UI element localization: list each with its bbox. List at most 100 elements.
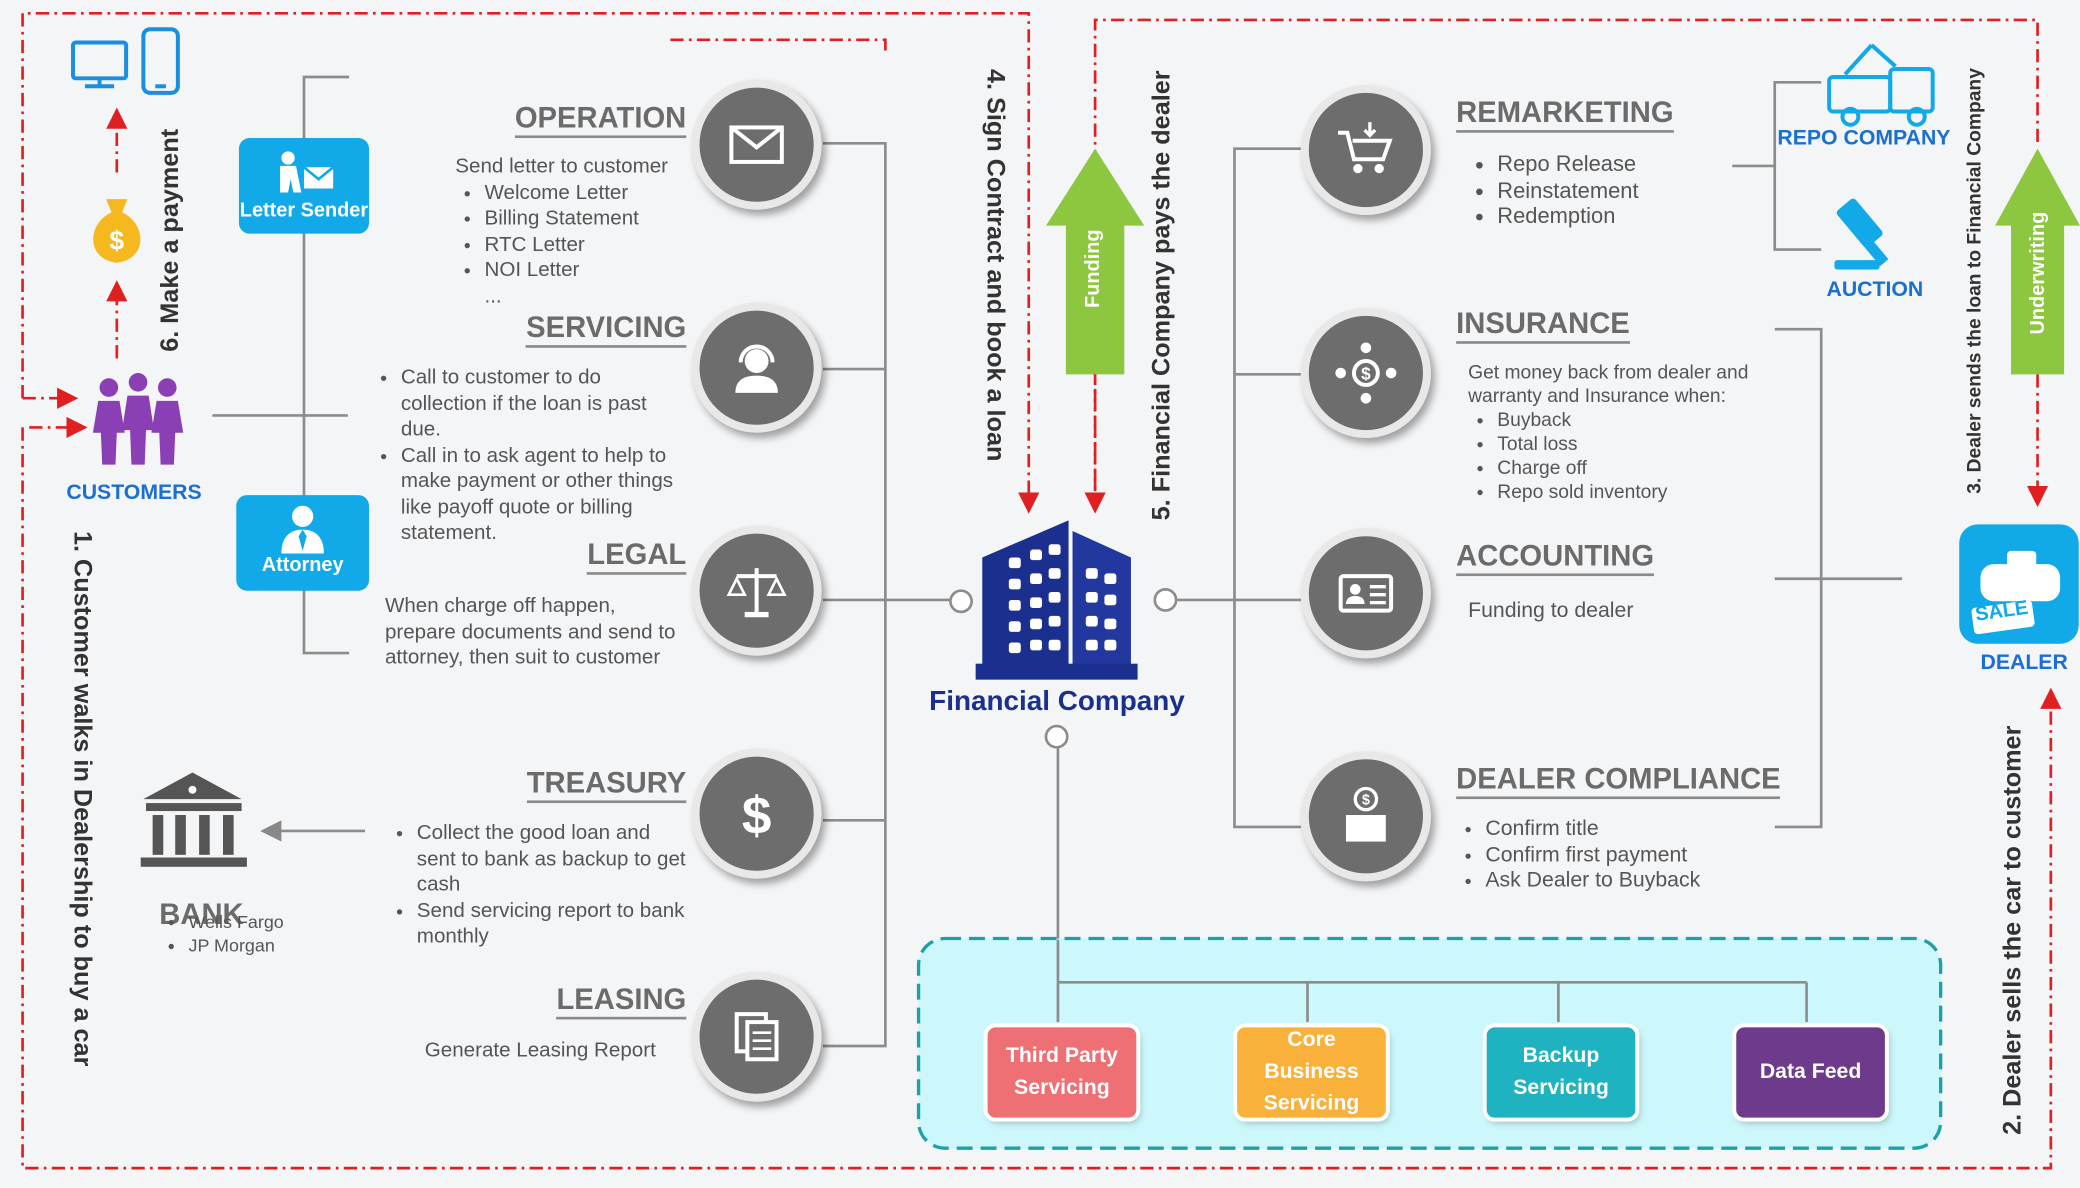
- auction-label: AUCTION: [1826, 278, 1924, 302]
- backup-servicing-box: Backup Servicing: [1486, 1027, 1636, 1118]
- customers-icon: [92, 372, 184, 465]
- operation-item: ...: [484, 284, 502, 308]
- servicing-item: Call in to ask agent to help to make pay…: [401, 443, 690, 547]
- attorney-label: Attorney: [261, 553, 344, 577]
- underwriting-arrow: [1995, 148, 2080, 375]
- treasury-circle: $: [691, 748, 822, 879]
- dealer-label: DEALER: [1980, 651, 2068, 675]
- dealer-compliance-item: Confirm title: [1485, 816, 1700, 842]
- servicing-circle: [691, 302, 822, 433]
- bank-icon: [140, 772, 247, 867]
- customers-label: CUSTOMERS: [66, 481, 202, 505]
- servicing-item: Call to customer to do collection if the…: [401, 365, 690, 443]
- attorney-box: Attorney: [236, 495, 370, 591]
- third-party-servicing-box: Third Party Servicing: [987, 1027, 1137, 1118]
- insurance-item: Repo sold inventory: [1497, 481, 1786, 505]
- step-6-label: 6. Make a payment: [156, 128, 185, 352]
- money-network-icon: $: [1335, 342, 1397, 404]
- systems-container: [916, 936, 1943, 1150]
- svg-text:$: $: [1361, 364, 1371, 384]
- dealer-compliance-title: DEALER COMPLIANCE: [1456, 762, 1781, 800]
- step-5-label: 5. Financial Company pays the dealer: [1148, 70, 1177, 521]
- step-4-label: 4. Sign Contract and book a loan: [980, 69, 1009, 462]
- remarketing-item: Reinstatement: [1497, 179, 1638, 205]
- remarketing-item: Redemption: [1497, 204, 1638, 230]
- accounting-title: ACCOUNTING: [1456, 539, 1655, 577]
- legal-text: When charge off happen, prepare document…: [384, 594, 676, 670]
- remarketing-title: REMARKETING: [1456, 96, 1674, 133]
- insurance-item: Total loss: [1497, 433, 1786, 457]
- dollar-icon: $: [742, 787, 772, 846]
- funding-label: Funding: [1081, 229, 1105, 308]
- dealer-compliance-text: Confirm title Confirm first payment Ask …: [1456, 816, 1700, 894]
- operation-circle: [691, 79, 822, 210]
- repo-truck-icon: [1827, 43, 1935, 127]
- dealer-compliance-item: Confirm first payment: [1485, 842, 1700, 868]
- id-card-icon: [1338, 574, 1394, 613]
- attorney-icon: [281, 505, 324, 554]
- remarketing-circle: [1300, 84, 1431, 216]
- insurance-item: Charge off: [1497, 457, 1786, 481]
- money-box-icon: $: [1345, 786, 1386, 842]
- operation-title: OPERATION: [514, 101, 687, 139]
- bank-list: Wells Fargo JP Morgan: [159, 911, 283, 959]
- step-3-label: 3. Dealer sends the loan to Financial Co…: [1964, 68, 1986, 494]
- insurance-title: INSURANCE: [1456, 307, 1630, 344]
- svg-text:$: $: [742, 787, 772, 846]
- treasury-text: Collect the good loan and sent to bank a…: [388, 820, 687, 949]
- leasing-text: Generate Leasing Report: [424, 1039, 656, 1062]
- insurance-item: Buyback: [1497, 409, 1786, 433]
- accounting-circle: [1300, 528, 1431, 659]
- junction-dots: [949, 588, 1178, 749]
- headset-agent-icon: [735, 344, 778, 393]
- operation-intro: Send letter to customer: [455, 155, 669, 178]
- step-2-label: 2. Dealer sells the car to customer: [1999, 725, 2027, 1135]
- legal-title: LEGAL: [587, 538, 687, 575]
- treasury-item: Send servicing report to bank monthly: [417, 898, 686, 950]
- insurance-text: Get money back from dealer and warranty …: [1468, 361, 1787, 504]
- treasury-title: TREASURY: [526, 766, 687, 804]
- dealer-compliance-item: Ask Dealer to Buyback: [1485, 868, 1700, 894]
- repo-company-label: REPO COMPANY: [1777, 127, 1951, 150]
- core-business-servicing-box: Core Business Servicing: [1237, 1027, 1386, 1118]
- scales-icon: [726, 568, 787, 618]
- money-bag-icon: $: [93, 199, 141, 263]
- cart-icon: [1338, 122, 1393, 174]
- step-1-label: 1. Customer walks in Dealership to buy a…: [67, 530, 96, 1067]
- servicing-text: Call to customer to do collection if the…: [372, 365, 691, 546]
- leasing-title: LEASING: [556, 982, 687, 1020]
- accounting-text: Funding to dealer: [1468, 599, 1634, 623]
- data-feed-box: Data Feed: [1736, 1027, 1885, 1118]
- treasury-item: Collect the good loan and sent to bank a…: [417, 820, 686, 898]
- bank-label: BANK: [159, 897, 244, 931]
- operation-item: Welcome Letter: [485, 180, 669, 206]
- financial-company-building-icon: [975, 520, 1138, 680]
- dealer-car-icon: [1959, 524, 2079, 644]
- svg-text:$: $: [1362, 792, 1370, 808]
- bank-item: JP Morgan: [188, 934, 283, 958]
- funding-arrow: [1045, 148, 1145, 375]
- servicing-title: SERVICING: [526, 311, 687, 348]
- leasing-circle: [691, 971, 822, 1102]
- underwriting-label: Underwriting: [2026, 211, 2050, 335]
- operation-item: NOI Letter: [485, 258, 669, 284]
- operation-item: Billing Statement: [485, 206, 669, 232]
- svg-text:$: $: [109, 226, 124, 256]
- dealer-compliance-circle: $: [1300, 751, 1431, 882]
- remarketing-item: Repo Release: [1497, 153, 1638, 179]
- legal-circle: [691, 525, 822, 656]
- operation-text: Send letter to customer Welcome Letter B…: [455, 154, 668, 309]
- devices-icon: [71, 27, 180, 95]
- remarketing-text: Repo Release Reinstatement Redemption: [1468, 153, 1638, 231]
- letter-sender-box: Letter Sender: [238, 138, 370, 234]
- letter-sender-label: Letter Sender: [239, 199, 369, 222]
- financial-company-label: Financial Company: [929, 686, 1185, 717]
- letter-sender-icon: [280, 151, 335, 193]
- insurance-circle: $: [1300, 307, 1431, 439]
- bank-item: Wells Fargo: [188, 911, 283, 935]
- envelope-icon: [729, 125, 784, 164]
- insurance-intro: Get money back from dealer and warranty …: [1468, 362, 1749, 408]
- auction-gavel-icon: [1834, 198, 1889, 270]
